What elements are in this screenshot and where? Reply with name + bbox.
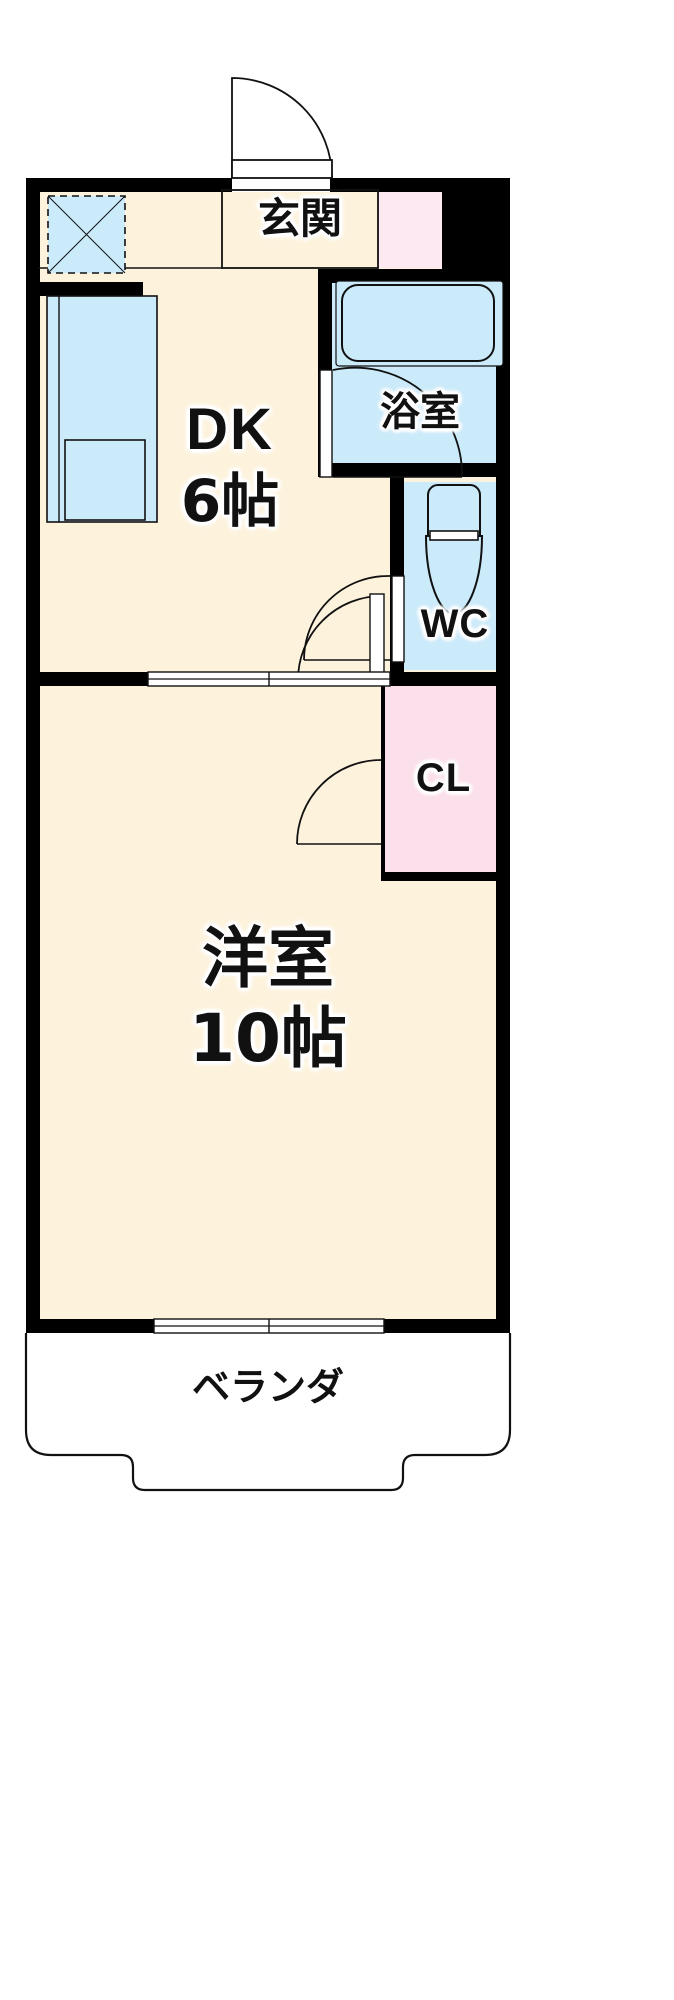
bathroom-fill [330, 281, 505, 463]
shoe-cabinet [377, 190, 442, 268]
wall-genkan-corner [442, 190, 510, 270]
wc-fill [404, 482, 505, 670]
wall-bath-right [496, 269, 510, 477]
wall-dk-washitsu [26, 672, 510, 686]
wall-bottom [26, 1319, 510, 1333]
wall-kitchen-stub [26, 282, 143, 296]
wall-bath-left [318, 269, 332, 477]
veranda-floor [26, 1330, 510, 1460]
wall-closet-left [381, 686, 385, 880]
wall-closet-bottom [381, 872, 510, 881]
wall-wc-left [390, 477, 404, 672]
wall-top-left [26, 178, 232, 192]
closet-fill [381, 684, 505, 878]
entrance-door-icon [231, 77, 333, 179]
wall-left [26, 178, 40, 1333]
wall-wc-right [496, 477, 510, 672]
kitchen-counter-fill [47, 296, 157, 522]
wall-bath-top [318, 269, 510, 283]
wall-bath-bottom [318, 463, 510, 477]
wall-top-right [330, 178, 510, 192]
entrance-threshold [232, 178, 330, 192]
